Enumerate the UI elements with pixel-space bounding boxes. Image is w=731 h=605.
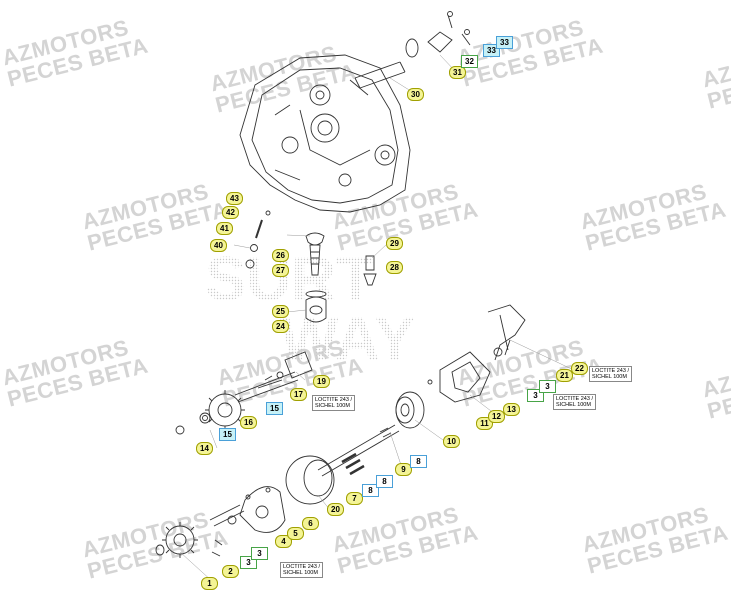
loctite-note: LOCTITE 243 /SICHEL 100M: [280, 562, 323, 578]
callout-29[interactable]: 29: [386, 237, 403, 250]
callout-41[interactable]: 41: [216, 222, 233, 235]
loctite-note: LOCTITE 243 /SICHEL 100M: [589, 366, 632, 382]
callout-33[interactable]: 33: [483, 44, 500, 57]
callout-8[interactable]: 8: [410, 455, 427, 468]
callout-9[interactable]: 9: [395, 463, 412, 476]
callout-25[interactable]: 25: [272, 305, 289, 318]
callout-13[interactable]: 13: [503, 403, 520, 416]
callout-27[interactable]: 27: [272, 264, 289, 277]
callout-16[interactable]: 16: [240, 416, 257, 429]
callout-8[interactable]: 8: [362, 484, 379, 497]
callout-42[interactable]: 42: [222, 206, 239, 219]
callout-19[interactable]: 19: [313, 375, 330, 388]
callout-12[interactable]: 12: [488, 410, 505, 423]
callout-20[interactable]: 20: [327, 503, 344, 516]
callout-28[interactable]: 28: [386, 261, 403, 274]
callout-14[interactable]: 14: [196, 442, 213, 455]
callout-7[interactable]: 7: [346, 492, 363, 505]
callout-30[interactable]: 30: [407, 88, 424, 101]
callout-2[interactable]: 2: [222, 565, 239, 578]
callout-15[interactable]: 15: [219, 428, 236, 441]
callout-6[interactable]: 6: [302, 517, 319, 530]
crankcase: [239, 54, 411, 213]
callout-3[interactable]: 3: [251, 547, 268, 560]
callout-31[interactable]: 31: [449, 66, 466, 79]
callout-4[interactable]: 4: [275, 535, 292, 548]
callout-40[interactable]: 40: [210, 239, 227, 252]
callout-32[interactable]: 32: [461, 55, 478, 68]
callout-21[interactable]: 21: [556, 369, 573, 382]
callout-10[interactable]: 10: [443, 435, 460, 448]
callout-22[interactable]: 22: [571, 362, 588, 375]
callout-26[interactable]: 26: [272, 249, 289, 262]
callout-8[interactable]: 8: [376, 475, 393, 488]
callout-15[interactable]: 15: [266, 402, 283, 415]
callout-3[interactable]: 3: [539, 380, 556, 393]
callout-5[interactable]: 5: [287, 527, 304, 540]
loctite-note: LOCTITE 243 /SICHEL 100M: [312, 395, 355, 411]
callout-17[interactable]: 17: [290, 388, 307, 401]
shaft-part: [354, 61, 406, 89]
svg-text:WAY: WAY: [280, 305, 416, 374]
callout-33[interactable]: 33: [496, 36, 513, 49]
loctite-note: LOCTITE 243 /SICHEL 100M: [553, 394, 596, 410]
callout-1[interactable]: 1: [201, 577, 218, 590]
callout-43[interactable]: 43: [226, 192, 243, 205]
callout-24[interactable]: 24: [272, 320, 289, 333]
svg-text:SURT: SURT: [205, 245, 374, 314]
